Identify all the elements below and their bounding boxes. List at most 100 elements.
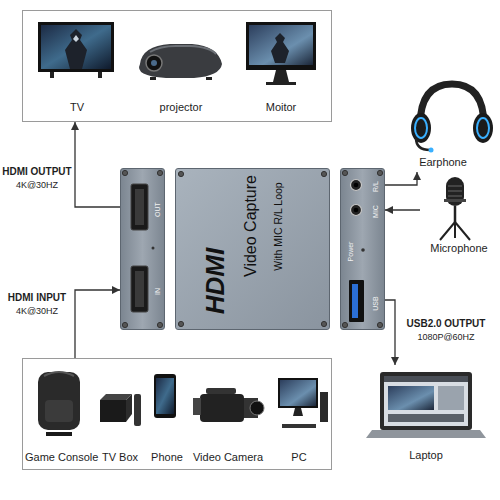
display-device: Moitor	[235, 15, 327, 117]
hdmi-port	[131, 184, 155, 312]
hdmi-port-part	[152, 247, 155, 250]
monitor-illustration	[246, 22, 316, 85]
audio-jack-part	[351, 205, 362, 216]
brand-logo: HDMI	[200, 241, 228, 321]
headset-illustration-part	[429, 148, 434, 153]
panel-screw-part	[178, 321, 183, 326]
port-label: MIC	[372, 199, 381, 223]
source-device: TV Box	[95, 363, 145, 467]
signal-connector	[385, 172, 421, 185]
port-spec-label: USB2.0 OUTPUT	[400, 318, 492, 329]
game-console-illustration	[38, 372, 80, 436]
connector-line	[75, 122, 120, 207]
tv-illustration-part	[41, 25, 111, 69]
video-camera-illustration-part	[200, 394, 244, 422]
audio-jack-part	[351, 180, 362, 191]
device-label: TV Box	[95, 451, 145, 465]
hdmi-port-part	[131, 266, 148, 312]
pc-illustration-part	[320, 392, 328, 422]
panel-screw-part	[157, 170, 162, 175]
product-subtitle: With MIC R/L Loop	[272, 170, 285, 282]
signal-connector	[71, 122, 120, 207]
panel-screw-part	[122, 170, 127, 175]
arrow-head	[71, 122, 79, 130]
tv-box-illustration-part	[126, 394, 132, 422]
capture-side-panel: OUTIN	[120, 168, 165, 330]
video-camera-illustration-part	[193, 398, 201, 415]
tv-illustration-part	[98, 72, 102, 78]
phone-illustration-part	[156, 378, 174, 414]
port-label: USB	[372, 291, 381, 315]
panel-screw-part	[122, 322, 127, 327]
audio-jack-part	[361, 248, 365, 252]
audio-device: Microphone	[420, 172, 498, 258]
tv-illustration	[38, 22, 114, 78]
projector-illustration-part	[146, 55, 162, 71]
output-group-box: TVprojectorMoitor	[22, 10, 332, 122]
usb-port-part	[349, 280, 364, 322]
headset-illustration-part	[477, 118, 489, 138]
game-console-illustration-part	[44, 372, 74, 376]
laptop-illustration-part	[384, 376, 468, 426]
port-spec-label: HDMI OUTPUT	[2, 166, 72, 177]
connector-line	[385, 300, 395, 365]
tv-illustration-part	[38, 22, 114, 72]
pc-illustration-part	[278, 378, 318, 408]
hdmi-port-part	[135, 189, 144, 225]
source-device: Video Camera	[189, 363, 267, 467]
arrow-head	[391, 357, 399, 365]
monitor-illustration-part	[271, 33, 289, 63]
port-spec-label: 1080P@60HZ	[400, 332, 492, 342]
video-camera-illustration	[193, 388, 264, 422]
laptop-illustration-part	[438, 386, 464, 410]
panel-screw-part	[321, 321, 326, 326]
microphone-illustration-part	[440, 222, 470, 240]
laptop-illustration-part	[366, 430, 486, 438]
headset-illustration-part	[415, 118, 427, 138]
projector-illustration-part	[150, 46, 216, 54]
laptop-illustration-part	[388, 414, 464, 422]
headset-illustration-part	[420, 84, 484, 126]
projector-illustration-part	[151, 60, 157, 66]
device-label: Moitor	[235, 101, 327, 115]
pc-illustration-part	[293, 408, 303, 416]
video-camera-illustration-part	[244, 398, 258, 418]
laptop-illustration-part	[384, 376, 468, 382]
display-device: projector	[135, 15, 227, 117]
panel-screw-part	[178, 171, 183, 176]
audio-jack	[351, 180, 365, 252]
arrow-head	[413, 172, 421, 180]
projector-illustration-part	[139, 44, 222, 78]
video-camera-illustration-part	[250, 401, 264, 415]
device-label: Laptop	[362, 449, 490, 463]
microphone-illustration-part	[454, 206, 457, 222]
device-label: Earphone	[393, 156, 493, 170]
signal-connector	[385, 206, 420, 214]
game-console-illustration-part	[46, 432, 72, 436]
monitor-illustration-part	[266, 82, 296, 85]
projector-illustration	[139, 44, 222, 80]
video-camera-illustration-part	[206, 388, 236, 394]
device-label: Video Camera	[189, 451, 267, 465]
pc-illustration	[278, 378, 328, 428]
source-device: PC	[267, 363, 331, 467]
product-name: Video Capture	[242, 170, 262, 282]
pc-illustration-part	[280, 380, 316, 406]
monitor-illustration-part	[273, 70, 289, 82]
panel-screw	[122, 170, 382, 327]
panel-screw-part	[377, 170, 382, 175]
port-spec-label: 4K@30HZ	[2, 180, 72, 190]
projector-illustration-part	[206, 77, 212, 80]
signal-connector	[75, 286, 120, 358]
microphone-illustration-part	[448, 186, 462, 196]
tv-box-illustration-part	[100, 400, 126, 422]
headset-illustration	[411, 84, 493, 153]
laptop-illustration-part	[380, 372, 472, 430]
hdmi-port-part	[135, 271, 144, 307]
tv-illustration-part	[50, 72, 54, 78]
laptop-illustration	[366, 372, 486, 438]
port-label: OUT	[154, 197, 163, 221]
game-console-illustration-part	[45, 400, 73, 422]
